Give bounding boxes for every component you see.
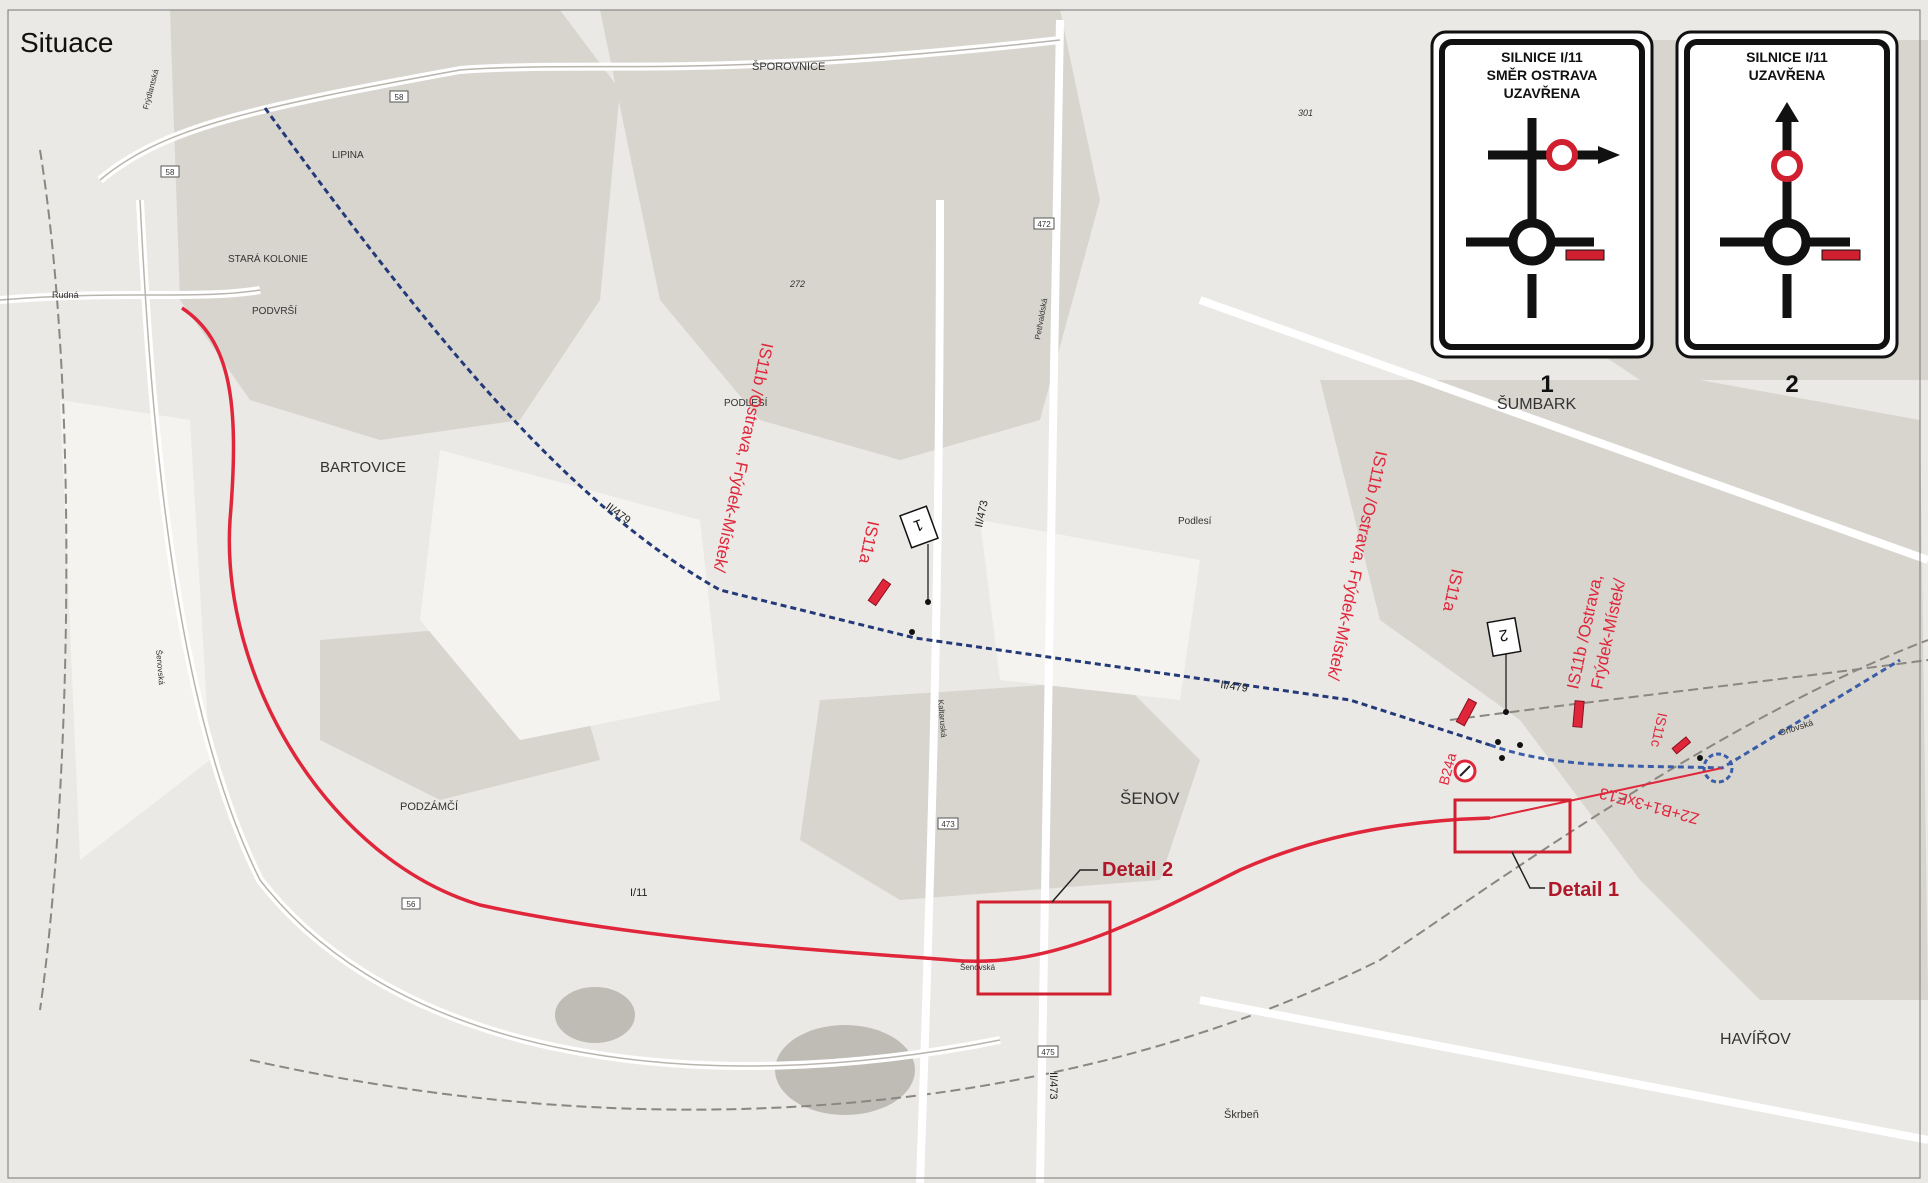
label-detail-1: Detail 1 (1548, 879, 1619, 901)
label-podlesi-2: Podlesí (1178, 516, 1212, 527)
label-i-11: I/11 (630, 887, 648, 899)
traffic-sign-1: SILNICE I/11 SMĚR OSTRAVA UZAVŘENA 1 (1430, 30, 1654, 398)
shield-472: 472 (1037, 220, 1051, 229)
sign-plate-marker-1: 1 (899, 505, 939, 602)
sign-bar-2 (1455, 697, 1478, 727)
label-sumbark: ŠUMBARK (1497, 394, 1576, 413)
shield-58: 58 (166, 168, 175, 177)
detail-2-leader (1051, 869, 1098, 903)
label-ii-479-b: II/479 (1220, 679, 1249, 695)
pond-2 (775, 1025, 915, 1115)
sign-2-no-entry-icon (1771, 150, 1803, 182)
place-labels: ŠPOROVNICE LIPINA STARÁ KOLONIE PODVRŠÍ … (52, 60, 1814, 1121)
sign-1-pictogram (1466, 118, 1600, 318)
label-detail-2: Detail 2 (1102, 859, 1173, 881)
sign-1-arrow-icon (1598, 146, 1620, 164)
marker-2-label: 2 (1498, 625, 1510, 643)
label-elevation-301: 301 (1298, 108, 1313, 118)
traffic-sign-2: SILNICE I/11 UZAVŘENA 2 (1675, 30, 1899, 398)
detail-2-box (976, 900, 1112, 996)
label-podlesi: PODLESÍ (724, 396, 768, 409)
detour-route-ii-479 (263, 107, 1491, 747)
label-havirov: HAVÍŘOV (1720, 1029, 1791, 1048)
label-ii-473: II/473 (973, 499, 990, 528)
label-senovska-2: Šenovská (960, 963, 996, 972)
shield-475: 475 (1041, 1048, 1055, 1057)
sign-2-line-1: SILNICE I/11 (1746, 49, 1828, 65)
roundabout-marker (1702, 752, 1734, 784)
sign-bar-3 (1572, 700, 1585, 728)
label-rudna: Rudná (52, 290, 79, 300)
label-lipina: LIPINA (332, 150, 364, 161)
road-shields: 58 58 472 473 475 56 (160, 90, 1059, 1058)
shield-473: 473 (941, 820, 955, 829)
label-podvrsi: PODVRŠÍ (252, 304, 297, 317)
label-skrben: Škrbeň (1224, 1108, 1259, 1121)
shield-56: 56 (407, 900, 416, 909)
label-kaltaruska: Kaltaruská (936, 699, 948, 738)
label-bartovice: BARTOVICE (320, 459, 406, 476)
detour-route-connector (1489, 658, 1901, 770)
b24a-sign (1453, 759, 1477, 783)
detail-1-leader (1511, 851, 1545, 889)
road-labels: II/479 II/479 II/473 II/473 I/11 (603, 499, 1248, 1099)
label-sporovnice: ŠPOROVNICE (752, 60, 825, 73)
open-areas (60, 400, 1200, 860)
sign-2-line-2: UZAVŘENA (1749, 66, 1826, 83)
label-senovska: Šenovská (154, 649, 166, 685)
sign-bar-1 (867, 578, 892, 607)
closed-route-i-11 (181, 306, 1491, 963)
railways (39, 149, 1928, 1111)
sign-1-line-2: SMĚR OSTRAVA (1487, 66, 1598, 83)
pond-1 (555, 987, 635, 1043)
sign-plate-marker-2: 2 (1486, 616, 1522, 712)
label-podzamci: PODZÁMČÍ (400, 800, 459, 813)
label-elevation-272: 272 (789, 279, 805, 289)
sign-1-line-3: UZAVŘENA (1504, 84, 1581, 101)
sign-bar-4 (1671, 736, 1692, 755)
sign-1-marker-bar (1565, 249, 1605, 261)
label-senov: ŠENOV (1120, 789, 1180, 808)
road-edges (0, 39, 1061, 1067)
map-frame (7, 9, 1921, 1179)
sign-2-arrow-icon (1775, 102, 1799, 122)
page-title: Situace (20, 27, 113, 58)
closed-route-extension (1489, 767, 1723, 819)
label-stara-kolonie: STARÁ KOLONIE (228, 252, 308, 265)
label-is11c: IS11c (1648, 711, 1671, 748)
sign-1-no-entry-icon (1546, 139, 1578, 171)
sign-1-number: 1 (1540, 371, 1553, 398)
sign-1-line-1: SILNICE I/11 (1501, 49, 1583, 65)
sign-2-number: 2 (1785, 371, 1798, 398)
sign-2-marker-bar (1821, 249, 1861, 261)
label-ii-473-b: II/473 (1047, 1072, 1059, 1100)
shield-58b: 58 (395, 93, 404, 102)
